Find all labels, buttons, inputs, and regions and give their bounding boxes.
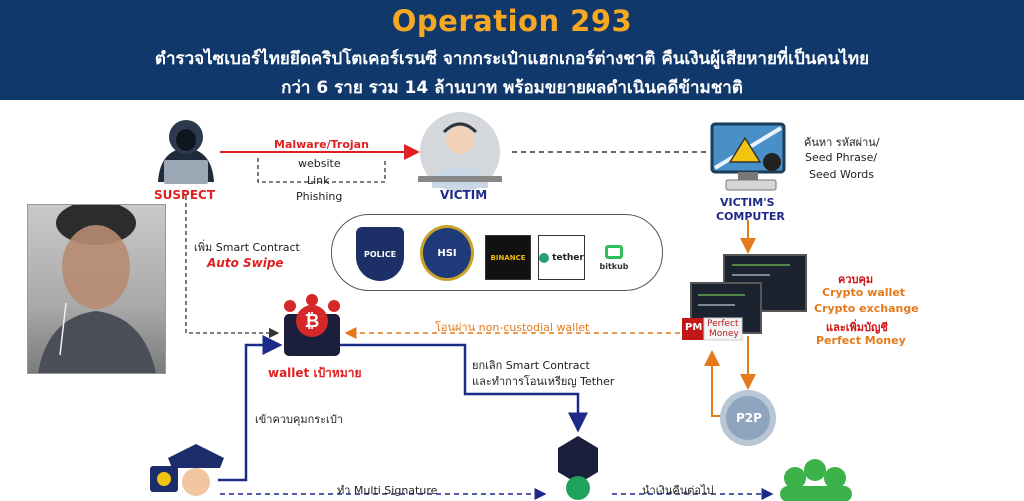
hacker-icon bbox=[158, 120, 214, 184]
svg-text:₿: ₿ bbox=[305, 311, 320, 332]
wallet-bitcoin-icon: ₿ bbox=[284, 294, 340, 356]
phishing-label: Phishing bbox=[296, 190, 342, 203]
binance-text: BINANCE bbox=[491, 254, 526, 262]
bitkub-icon bbox=[605, 245, 623, 259]
tether-icon bbox=[539, 253, 549, 263]
blockchain-node-icon bbox=[558, 436, 598, 500]
perfect-money-label-2: Money bbox=[709, 329, 739, 339]
control-label-2: Crypto wallet bbox=[822, 286, 905, 299]
computer-label-2: COMPUTER bbox=[716, 210, 785, 223]
p2p-label: P2P bbox=[736, 411, 762, 425]
people-group-icon bbox=[780, 459, 852, 501]
transfer-label: โอนผ่าน non-custodial wallet bbox=[435, 318, 589, 336]
suspect-photo bbox=[27, 204, 166, 374]
victim-icon bbox=[418, 112, 502, 192]
police-officer-icon bbox=[150, 444, 224, 496]
police-badge-logo: POLICE bbox=[356, 227, 404, 281]
website-label: website bbox=[298, 157, 341, 170]
pm-label: PM bbox=[685, 322, 702, 333]
agency-logos-panel: POLICE HSI BINANCE tether bitkub bbox=[331, 214, 663, 291]
multisig-label: ทำ Multi Signature bbox=[337, 481, 437, 499]
perfect-money-label-1: Perfect bbox=[707, 319, 739, 329]
computer-icon bbox=[712, 124, 784, 190]
add-contract-label: เพิ่ม Smart Contract bbox=[194, 238, 300, 256]
tether-text: tether bbox=[552, 253, 584, 263]
victim-label: VICTIM bbox=[440, 188, 487, 202]
bitkub-text: bitkub bbox=[599, 262, 628, 271]
tether-logo: tether bbox=[538, 235, 585, 280]
police-text: POLICE bbox=[364, 250, 396, 259]
return-funds-label: นำเงินคืนต่อไป bbox=[642, 481, 714, 499]
control-label-5: Perfect Money bbox=[816, 334, 906, 347]
hsi-text: HSI bbox=[437, 248, 456, 259]
search-label-1: ค้นหา รหัสผ่าน/ bbox=[804, 133, 880, 151]
bitkub-logo: bitkub bbox=[592, 235, 636, 280]
suspect-label: SUSPECT bbox=[154, 188, 215, 202]
computer-label-1: VICTIM'S bbox=[720, 196, 775, 209]
search-label-2: Seed Phrase/ bbox=[805, 151, 877, 164]
malware-label: Malware/Trojan bbox=[274, 138, 369, 151]
control-wallet-label: เข้าควบคุมกระเป๋า bbox=[255, 410, 343, 428]
link-label: Link bbox=[307, 174, 330, 187]
search-label-3: Seed Words bbox=[809, 168, 874, 181]
wallet-label: wallet เป้าหมาย bbox=[268, 364, 362, 383]
hsi-seal-logo: HSI bbox=[420, 225, 474, 281]
cancel-contract-label-2: และทำการโอนเหรียญ Tether bbox=[472, 372, 614, 390]
control-label-3: Crypto exchange bbox=[814, 302, 919, 315]
binance-logo: BINANCE bbox=[485, 235, 531, 280]
auto-swipe-label: Auto Swipe bbox=[207, 256, 284, 270]
